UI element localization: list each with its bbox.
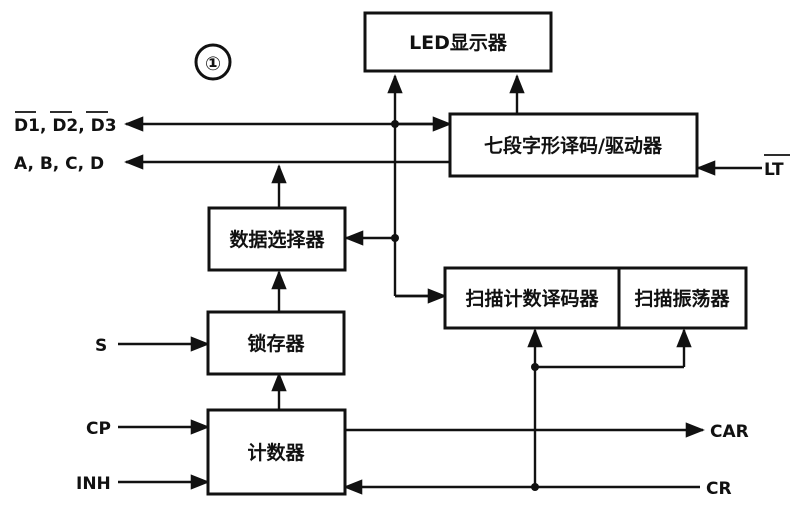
svg-text:LT: LT — [764, 160, 784, 180]
digit-select-label: D1, D2, D3 — [14, 111, 117, 136]
figure-number: ① — [194, 43, 232, 81]
data-selector-block: 数据选择器 — [207, 206, 347, 272]
clear-label: CR — [706, 479, 732, 499]
svg-text:D1, D2, D3: D1, D2, D3 — [14, 116, 117, 136]
inhibit-label: INH — [76, 474, 111, 494]
junction-dot — [391, 120, 399, 128]
svg-text:数据选择器: 数据选择器 — [229, 228, 325, 251]
led-display-block: LED显示器 — [363, 11, 553, 73]
svg-text:七段字形译码/驱动器: 七段字形译码/驱动器 — [484, 134, 663, 157]
junction-dot — [531, 483, 539, 491]
scan-count-decoder-block: 扫描计数译码器 — [443, 266, 621, 330]
clock-label: CP — [86, 419, 111, 439]
seven-segment-decoder-block: 七段字形译码/驱动器 — [448, 112, 699, 178]
lamp-test-label: LT — [764, 154, 790, 180]
svg-text:扫描计数译码器: 扫描计数译码器 — [465, 287, 599, 310]
scan-oscillator-block: 扫描振荡器 — [617, 266, 748, 330]
bcd-outputs-label: A, B, C, D — [14, 154, 104, 174]
carry-label: CAR — [710, 422, 749, 442]
junction-dot — [391, 234, 399, 242]
svg-text:计数器: 计数器 — [247, 441, 305, 464]
latch-block: 锁存器 — [206, 310, 346, 376]
store-label: S — [95, 336, 107, 356]
svg-text:锁存器: 锁存器 — [247, 332, 305, 355]
counter-block: 计数器 — [206, 408, 347, 496]
svg-text:LED显示器: LED显示器 — [409, 32, 508, 54]
junction-dot — [531, 363, 539, 371]
svg-text:扫描振荡器: 扫描振荡器 — [634, 287, 730, 310]
svg-text:①: ① — [205, 53, 221, 75]
